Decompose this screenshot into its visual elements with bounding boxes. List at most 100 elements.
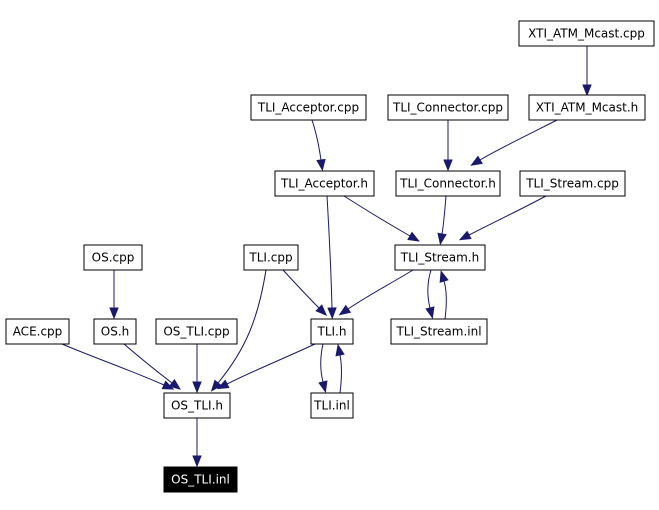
arrowhead-icon [443, 159, 453, 172]
node-box[interactable] [310, 318, 354, 345]
node-tli-acceptor-h[interactable]: TLI_Acceptor.h [274, 170, 375, 197]
node-box[interactable] [163, 392, 231, 419]
edge-tli_inl-to-tli_h [335, 343, 345, 394]
arrowhead-icon [168, 378, 182, 390]
node-box[interactable] [163, 466, 238, 493]
arrowhead-icon [338, 304, 352, 316]
node-box[interactable] [390, 318, 488, 345]
edge-line [441, 195, 447, 235]
edge-os_tli_cpp-to-os_tli_h [192, 344, 202, 394]
arrowhead-icon [327, 307, 337, 320]
arrowhead-icon [470, 155, 483, 166]
edge-tli_acceptor_cpp-to-tli_acceptor_h [311, 119, 326, 172]
edge-line [217, 269, 267, 384]
edge-line [311, 119, 322, 161]
node-label: TLI_Acceptor.cpp [257, 101, 359, 115]
arrowhead-icon [161, 380, 175, 390]
node-box[interactable] [93, 318, 137, 345]
node-tli-acceptor-cpp[interactable]: TLI_Acceptor.cpp [250, 94, 367, 121]
node-label: TLI.inl [313, 399, 350, 413]
node-xti-atm-mcast-cpp[interactable]: XTI_ATM_Mcast.cpp [518, 20, 655, 47]
node-tli-stream-h[interactable]: TLI_Stream.h [394, 244, 486, 271]
node-label: TLI_Connector.cpp [392, 101, 503, 115]
arrowhead-icon [318, 380, 328, 394]
node-box[interactable] [243, 244, 299, 271]
node-label: TLI_Acceptor.h [280, 177, 368, 191]
node-label: XTI_ATM_Mcast.h [536, 101, 639, 115]
arrowhead-icon [439, 270, 449, 283]
node-label: XTI_ATM_Mcast.cpp [528, 27, 645, 41]
node-os-cpp[interactable]: OS.cpp [83, 244, 143, 271]
edge-line [326, 195, 333, 309]
node-os-tli-h[interactable]: OS_TLI.h [163, 392, 231, 419]
node-box[interactable] [518, 20, 655, 47]
edge-tli_stream_h-to-tli_stream_inl [425, 269, 435, 320]
node-box[interactable] [83, 244, 143, 271]
node-box[interactable] [387, 94, 509, 121]
node-xti-atm-mcast-h[interactable]: XTI_ATM_Mcast.h [528, 94, 646, 121]
arrowhead-icon [316, 158, 326, 172]
arrowhead-icon [192, 381, 202, 394]
edge-xti_atm_mcast_cpp-to-xti_atm_mcast_h [582, 46, 592, 97]
edge-line [443, 280, 447, 320]
edge-line [226, 343, 316, 385]
edge-line [468, 195, 547, 236]
node-os-tli-inl[interactable]: OS_TLI.inl [163, 466, 238, 493]
node-label: TLI.cpp [248, 251, 292, 265]
edge-tli_cpp-to-os_tli_h [210, 269, 267, 392]
node-tli-connector-cpp[interactable]: TLI_Connector.cpp [387, 94, 509, 121]
node-box[interactable] [5, 318, 70, 345]
edge-line [123, 343, 173, 384]
node-box[interactable] [519, 170, 626, 197]
node-tli-h[interactable]: TLI.h [310, 318, 354, 345]
edge-os_cpp-to-os_h [109, 270, 119, 320]
node-box[interactable] [250, 94, 367, 121]
node-box[interactable] [395, 170, 501, 197]
node-box[interactable] [528, 94, 646, 121]
edge-os_h-to-os_tli_h [123, 343, 182, 390]
arrowhead-icon [216, 379, 230, 390]
edge-tli_stream_h-to-tli_h [338, 269, 414, 316]
edge-line [282, 269, 320, 309]
node-box[interactable] [394, 244, 486, 271]
node-tli-connector-h[interactable]: TLI_Connector.h [395, 170, 501, 197]
node-box[interactable] [310, 392, 354, 419]
edges-layer [61, 46, 592, 468]
arrowhead-icon [437, 232, 447, 246]
node-tli-stream-cpp[interactable]: TLI_Stream.cpp [519, 170, 626, 197]
node-label: TLI_Connector.h [399, 177, 496, 191]
node-os-tli-cpp[interactable]: OS_TLI.cpp [155, 318, 238, 345]
node-os-h[interactable]: OS.h [93, 318, 137, 345]
node-label: TLI_Stream.inl [395, 325, 481, 339]
edge-tli_connector_cpp-to-tli_connector_h [443, 120, 453, 172]
edge-ace_cpp-to-os_tli_h [61, 343, 175, 390]
node-label: TLI.h [317, 325, 347, 339]
edge-line [343, 195, 411, 237]
arrowhead-icon [192, 455, 202, 468]
node-tli-stream-inl[interactable]: TLI_Stream.inl [390, 318, 488, 345]
node-label: OS.cpp [92, 251, 135, 265]
node-ace-cpp[interactable]: ACE.cpp [5, 318, 70, 345]
edge-os_tli_h-to-os_tli_inl [192, 418, 202, 468]
edge-line [61, 343, 165, 386]
edge-tli_h-to-os_tli_h [216, 343, 316, 390]
edge-tli_cpp-to-tli_h [282, 269, 328, 317]
node-tli-cpp[interactable]: TLI.cpp [243, 244, 299, 271]
node-label: OS_TLI.cpp [163, 325, 229, 339]
edge-tli_stream_cpp-to-tli_stream_h [458, 195, 547, 241]
arrowhead-icon [335, 343, 345, 357]
node-label: ACE.cpp [13, 325, 63, 339]
node-tli-inl[interactable]: TLI.inl [310, 392, 354, 419]
arrowhead-icon [315, 304, 328, 317]
arrowhead-icon [210, 379, 222, 392]
node-box[interactable] [274, 170, 375, 197]
edge-tli_stream_inl-to-tli_stream_h [439, 270, 449, 320]
node-box[interactable] [155, 318, 238, 345]
edge-tli_acceptor_h-to-tli_stream_h [343, 195, 420, 242]
edge-tli_acceptor_h-to-tli_h [326, 195, 337, 320]
arrowhead-icon [458, 230, 472, 241]
node-label: OS.h [101, 325, 129, 339]
node-label: TLI_Stream.cpp [525, 177, 619, 191]
